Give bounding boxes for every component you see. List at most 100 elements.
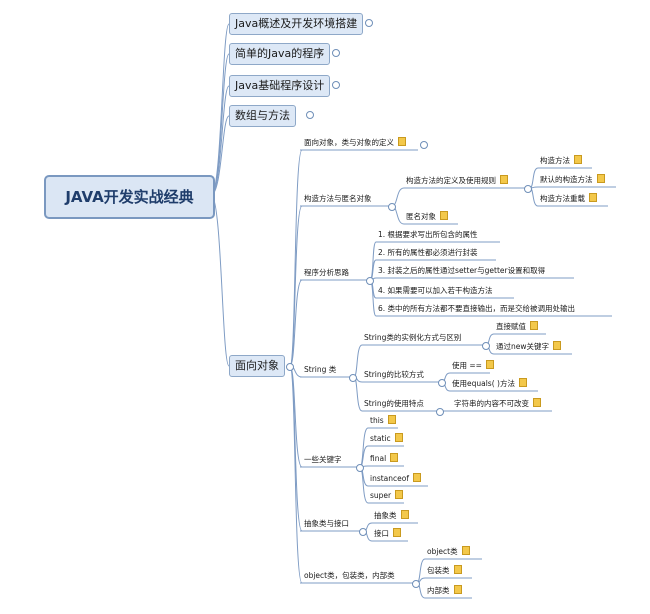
note-icon <box>394 433 403 442</box>
note-icon <box>500 175 508 184</box>
collapse-toggle-icon[interactable] <box>524 185 532 193</box>
note-icon <box>453 565 462 574</box>
node-label: final <box>370 454 387 463</box>
node-new-keyword[interactable]: 通过new关键字 <box>494 341 563 353</box>
node-label: 包装类 <box>427 566 450 575</box>
node-label: 默认的构造方法 <box>540 175 593 184</box>
node-anon-object[interactable]: 匿名对象 <box>404 211 450 223</box>
collapse-toggle-icon[interactable] <box>286 363 294 371</box>
note-icon <box>461 546 470 555</box>
node-kw-final[interactable]: final <box>368 453 400 465</box>
root-node[interactable]: JAVA开发实战经典 <box>44 175 215 219</box>
node-object-class[interactable]: object类 <box>425 546 472 558</box>
node-object-wrapper-inner[interactable]: object类，包装类，内部类 <box>304 571 395 580</box>
node-interface[interactable]: 接口 <box>372 528 403 540</box>
node-wrapper-class[interactable]: 包装类 <box>425 565 464 577</box>
node-default-constructor[interactable]: 默认的构造方法 <box>538 174 607 186</box>
node-label: 内部类 <box>427 586 450 595</box>
expand-toggle-icon[interactable] <box>306 111 314 119</box>
note-icon <box>440 211 448 220</box>
node-label: 面向对象，类与对象的定义 <box>304 138 394 147</box>
node-label: 抽象类 <box>374 511 397 520</box>
node-string-features[interactable]: String的使用特点 <box>364 399 424 408</box>
node-label: 构造方法重载 <box>540 194 585 203</box>
note-icon <box>400 510 409 519</box>
note-icon <box>453 585 462 594</box>
node-label: 字符串的内容不可改变 <box>454 399 529 408</box>
node-string-class[interactable]: String 类 <box>304 365 337 374</box>
node-label: super <box>370 491 392 500</box>
branch-arrays-methods[interactable]: 数组与方法 <box>229 105 296 127</box>
branch-oop[interactable]: 面向对象 <box>229 355 285 377</box>
collapse-toggle-icon[interactable] <box>482 342 490 350</box>
node-analysis-step-4[interactable]: 4. 如果需要可以加入若干构造方法 <box>378 286 493 295</box>
expand-toggle-icon[interactable] <box>332 49 340 57</box>
note-icon <box>553 341 562 350</box>
collapse-toggle-icon[interactable] <box>359 528 367 536</box>
node-label: 构造方法 <box>540 156 570 165</box>
node-label: 使用equals( )方法 <box>452 379 515 388</box>
node-analysis-step-3[interactable]: 3. 封装之后的属性通过setter与getter设置和取得 <box>378 266 546 275</box>
node-label: 通过new关键字 <box>496 342 550 351</box>
node-analysis-step-1[interactable]: 1. 根据要求写出所包含的属性 <box>378 230 478 239</box>
node-label: 匿名对象 <box>406 212 436 221</box>
node-use-equals-method[interactable]: 使用equals( )方法 <box>450 378 529 390</box>
node-label: 直接赋值 <box>496 322 526 331</box>
node-label: 构造方法的定义及使用规则 <box>406 176 496 185</box>
branch-basic-programming[interactable]: Java基础程序设计 <box>229 75 331 97</box>
node-class-object-def[interactable]: 面向对象，类与对象的定义 <box>302 137 408 149</box>
collapse-toggle-icon[interactable] <box>356 464 364 472</box>
note-icon <box>518 378 527 387</box>
note-icon <box>574 155 582 164</box>
note-icon <box>485 360 494 369</box>
note-icon <box>390 453 399 462</box>
node-constructor-rules[interactable]: 构造方法的定义及使用规则 <box>404 175 510 187</box>
collapse-toggle-icon[interactable] <box>412 580 420 588</box>
expand-toggle-icon[interactable] <box>332 81 340 89</box>
node-label: instanceof <box>370 474 410 483</box>
node-label: this <box>370 416 384 425</box>
node-label: 接口 <box>374 529 389 538</box>
node-kw-super[interactable]: super <box>368 490 405 502</box>
node-kw-this[interactable]: this <box>368 415 398 427</box>
node-string-immutable[interactable]: 字符串的内容不可改变 <box>452 398 543 410</box>
node-direct-assign[interactable]: 直接赋值 <box>494 321 540 333</box>
node-program-analysis[interactable]: 程序分析思路 <box>304 268 349 277</box>
collapse-toggle-icon[interactable] <box>436 408 444 416</box>
branch-simple-program[interactable]: 简单的Java的程序 <box>229 43 331 65</box>
collapse-toggle-icon[interactable] <box>349 374 357 382</box>
collapse-toggle-icon[interactable] <box>438 379 446 387</box>
expand-toggle-icon[interactable] <box>365 19 373 27</box>
note-icon <box>533 398 541 407</box>
note-icon <box>589 193 597 202</box>
node-keywords[interactable]: 一些关键字 <box>304 455 342 464</box>
node-analysis-step-6[interactable]: 6. 类中的所有方法都不要直接输出，而是交给被调用处输出 <box>378 304 576 313</box>
note-icon <box>530 321 538 330</box>
note-icon <box>596 174 605 183</box>
node-abstract-interface[interactable]: 抽象类与接口 <box>304 519 349 528</box>
node-use-equals-op[interactable]: 使用 == <box>450 360 496 372</box>
collapse-toggle-icon[interactable] <box>388 203 396 211</box>
node-constructor-anon[interactable]: 构造方法与匿名对象 <box>304 194 372 203</box>
note-icon <box>393 528 401 537</box>
node-inner-class[interactable]: 内部类 <box>425 585 464 597</box>
node-constructor[interactable]: 构造方法 <box>538 155 584 167</box>
node-kw-instanceof[interactable]: instanceof <box>368 473 423 485</box>
expand-toggle-icon[interactable] <box>420 141 428 149</box>
node-string-instantiation[interactable]: String类的实例化方式与区别 <box>364 333 462 342</box>
node-label: 使用 == <box>452 361 482 370</box>
node-analysis-step-2[interactable]: 2. 所有的属性都必须进行封装 <box>378 248 478 257</box>
node-constructor-overload[interactable]: 构造方法重载 <box>538 193 599 205</box>
node-string-compare[interactable]: String的比较方式 <box>364 370 424 379</box>
note-icon <box>398 137 406 146</box>
collapse-toggle-icon[interactable] <box>366 277 374 285</box>
note-icon <box>387 415 396 424</box>
branch-java-overview[interactable]: Java概述及开发环境搭建 <box>229 13 364 35</box>
node-abstract-class[interactable]: 抽象类 <box>372 510 411 522</box>
node-kw-static[interactable]: static <box>368 433 405 445</box>
node-label: static <box>370 434 391 443</box>
note-icon <box>413 473 422 482</box>
note-icon <box>395 490 404 499</box>
